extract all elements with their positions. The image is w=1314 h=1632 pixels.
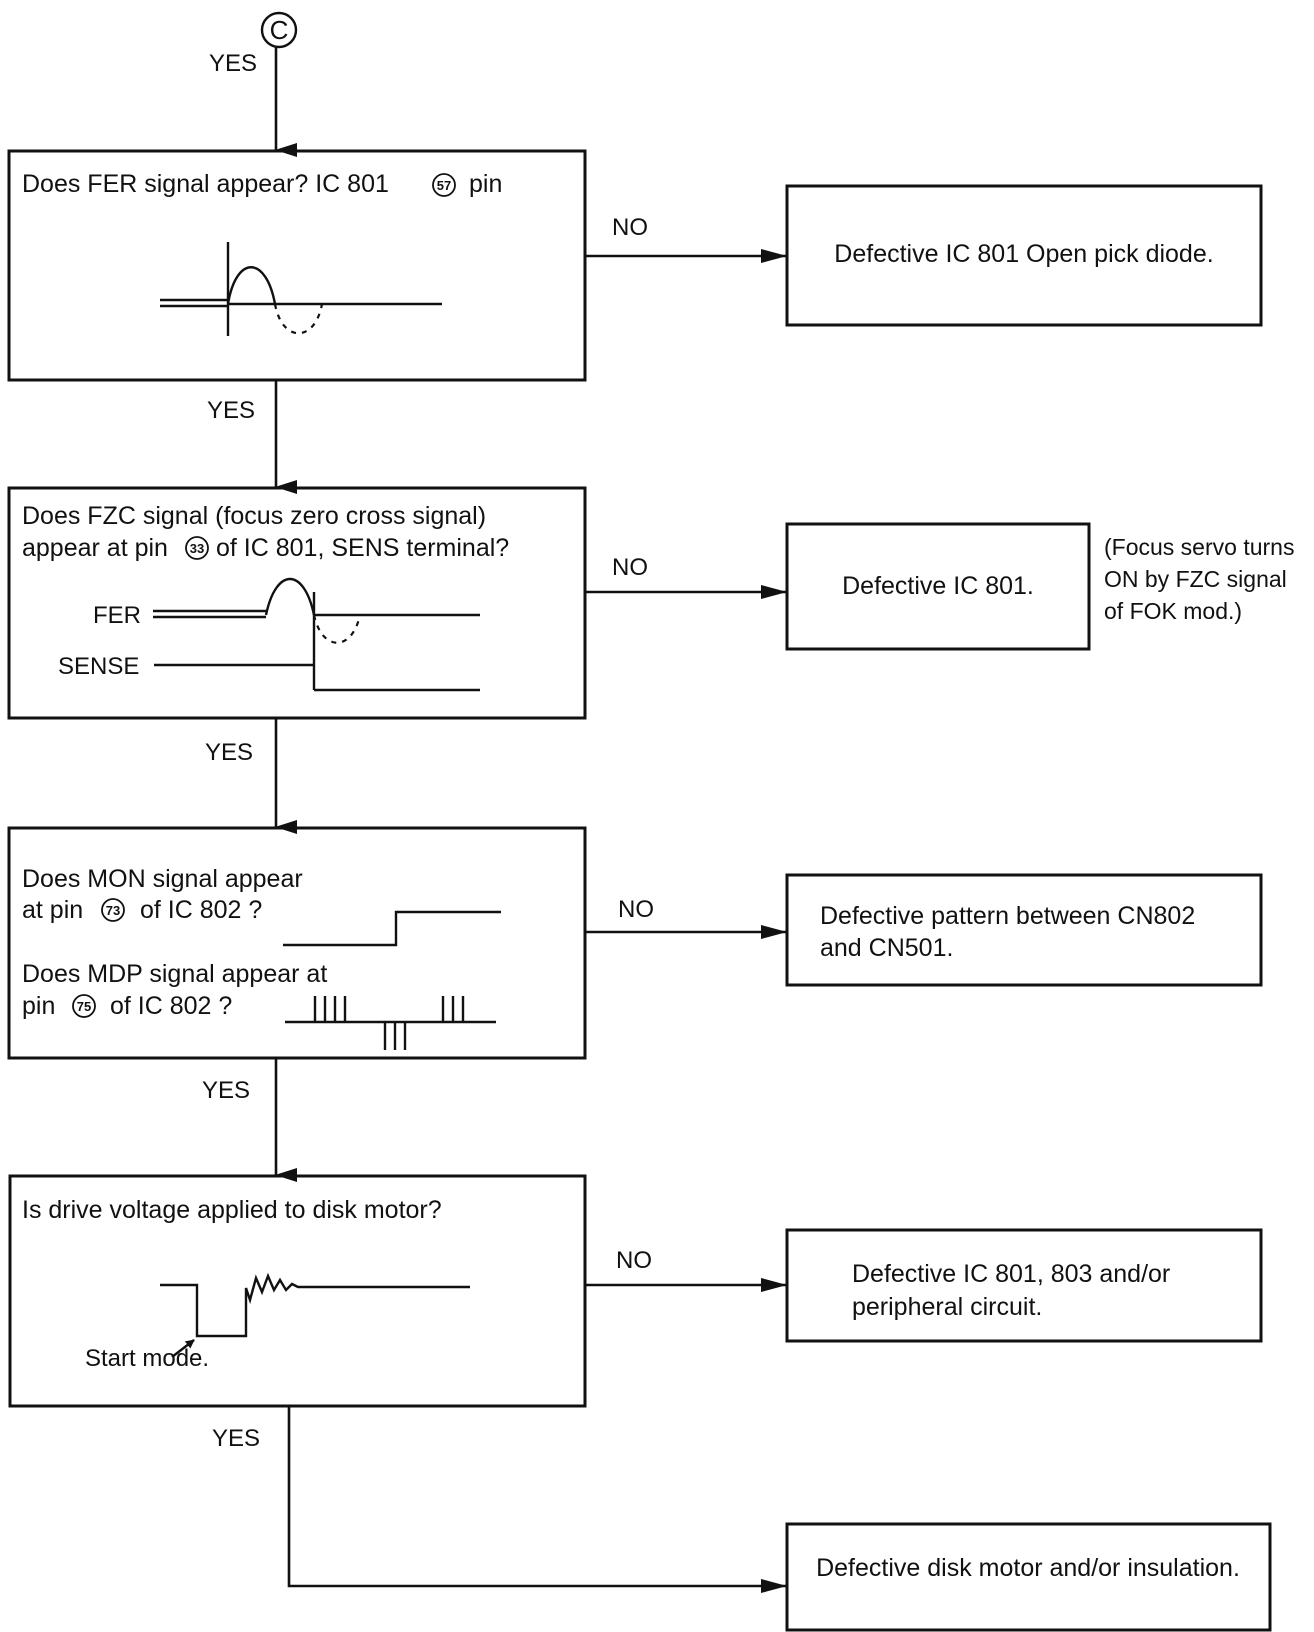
question-mon-line1: Does MON signal appear <box>22 865 303 893</box>
question-fer-line2: pin <box>469 170 502 198</box>
decision-box-mon-mdp <box>7 826 587 1060</box>
result-3-line2: and CN501. <box>820 934 953 962</box>
waveform-label-fer: FER <box>93 602 141 629</box>
question-fzc-line3: of IC 801, SENS terminal? <box>216 534 509 562</box>
note-line2: ON by FZC signal <box>1104 566 1287 592</box>
question-mdp-line3: of IC 802 ? <box>110 992 232 1020</box>
pin-75-icon: 75 <box>72 994 96 1018</box>
question-fer-line1: Does FER signal appear? IC 801 <box>22 170 389 198</box>
no-label-3: NO <box>618 896 654 923</box>
decision-box-fzc <box>7 486 587 720</box>
yes-label-0: YES <box>209 50 257 77</box>
result-4-line1: Defective IC 801, 803 and/or <box>852 1260 1170 1288</box>
pin-75-number: 75 <box>77 999 91 1014</box>
result-box-4 <box>785 1228 1263 1343</box>
flow-arrow-final <box>287 1406 787 1593</box>
pin-57-number: 57 <box>437 178 451 193</box>
pin-57-icon: 57 <box>432 173 456 197</box>
note-line3: of FOK mod.) <box>1104 598 1242 624</box>
mon-waveform <box>283 910 501 947</box>
waveform-label-sense: SENSE <box>58 653 139 680</box>
connector-symbol: C <box>270 15 289 45</box>
pin-73-number: 73 <box>106 903 120 918</box>
result-box-2 <box>785 522 1091 651</box>
question-fzc-line1: Does FZC signal (focus zero cross signal… <box>22 502 486 530</box>
result-box-final <box>785 1522 1272 1632</box>
drive-voltage-waveform <box>160 1272 470 1358</box>
fzc-waveform <box>153 577 480 692</box>
mdp-waveform <box>285 996 496 1050</box>
no-label-1: NO <box>612 214 648 241</box>
yes-label-4: YES <box>212 1425 260 1452</box>
result-4-line2: peripheral circuit. <box>852 1293 1042 1321</box>
yes-label-2: YES <box>205 739 253 766</box>
note-line1: (Focus servo turns <box>1104 534 1294 560</box>
question-drive-line1: Is drive voltage applied to disk motor? <box>22 1196 442 1224</box>
pin-73-icon: 73 <box>101 898 125 922</box>
question-mdp-line1: Does MDP signal appear at <box>22 960 327 988</box>
decision-box-fer <box>7 149 587 382</box>
yes-label-3: YES <box>202 1077 250 1104</box>
start-mode-label: Start mode. <box>85 1345 209 1372</box>
result-box-1 <box>785 184 1263 327</box>
no-label-4: NO <box>616 1247 652 1274</box>
question-mon-line3: of IC 802 ? <box>140 896 262 924</box>
no-label-2: NO <box>612 554 648 581</box>
result-2-text: Defective IC 801. <box>842 572 1034 600</box>
result-3-line1: Defective pattern between CN802 <box>820 902 1195 930</box>
decision-box-drive-voltage <box>8 1174 587 1408</box>
result-box-3 <box>785 873 1263 987</box>
yes-label-1: YES <box>207 397 255 424</box>
question-mon-line2: at pin <box>22 896 83 924</box>
fer-waveform <box>160 242 442 336</box>
result-1-text: Defective IC 801 Open pick diode. <box>834 240 1213 268</box>
pin-33-number: 33 <box>190 541 204 556</box>
connector-c: C <box>260 11 298 49</box>
question-mdp-line2: pin <box>22 992 55 1020</box>
question-fzc-line2: appear at pin <box>22 534 168 562</box>
pin-33-icon: 33 <box>185 536 209 560</box>
final-result-text: Defective disk motor and/or insulation. <box>816 1554 1240 1582</box>
